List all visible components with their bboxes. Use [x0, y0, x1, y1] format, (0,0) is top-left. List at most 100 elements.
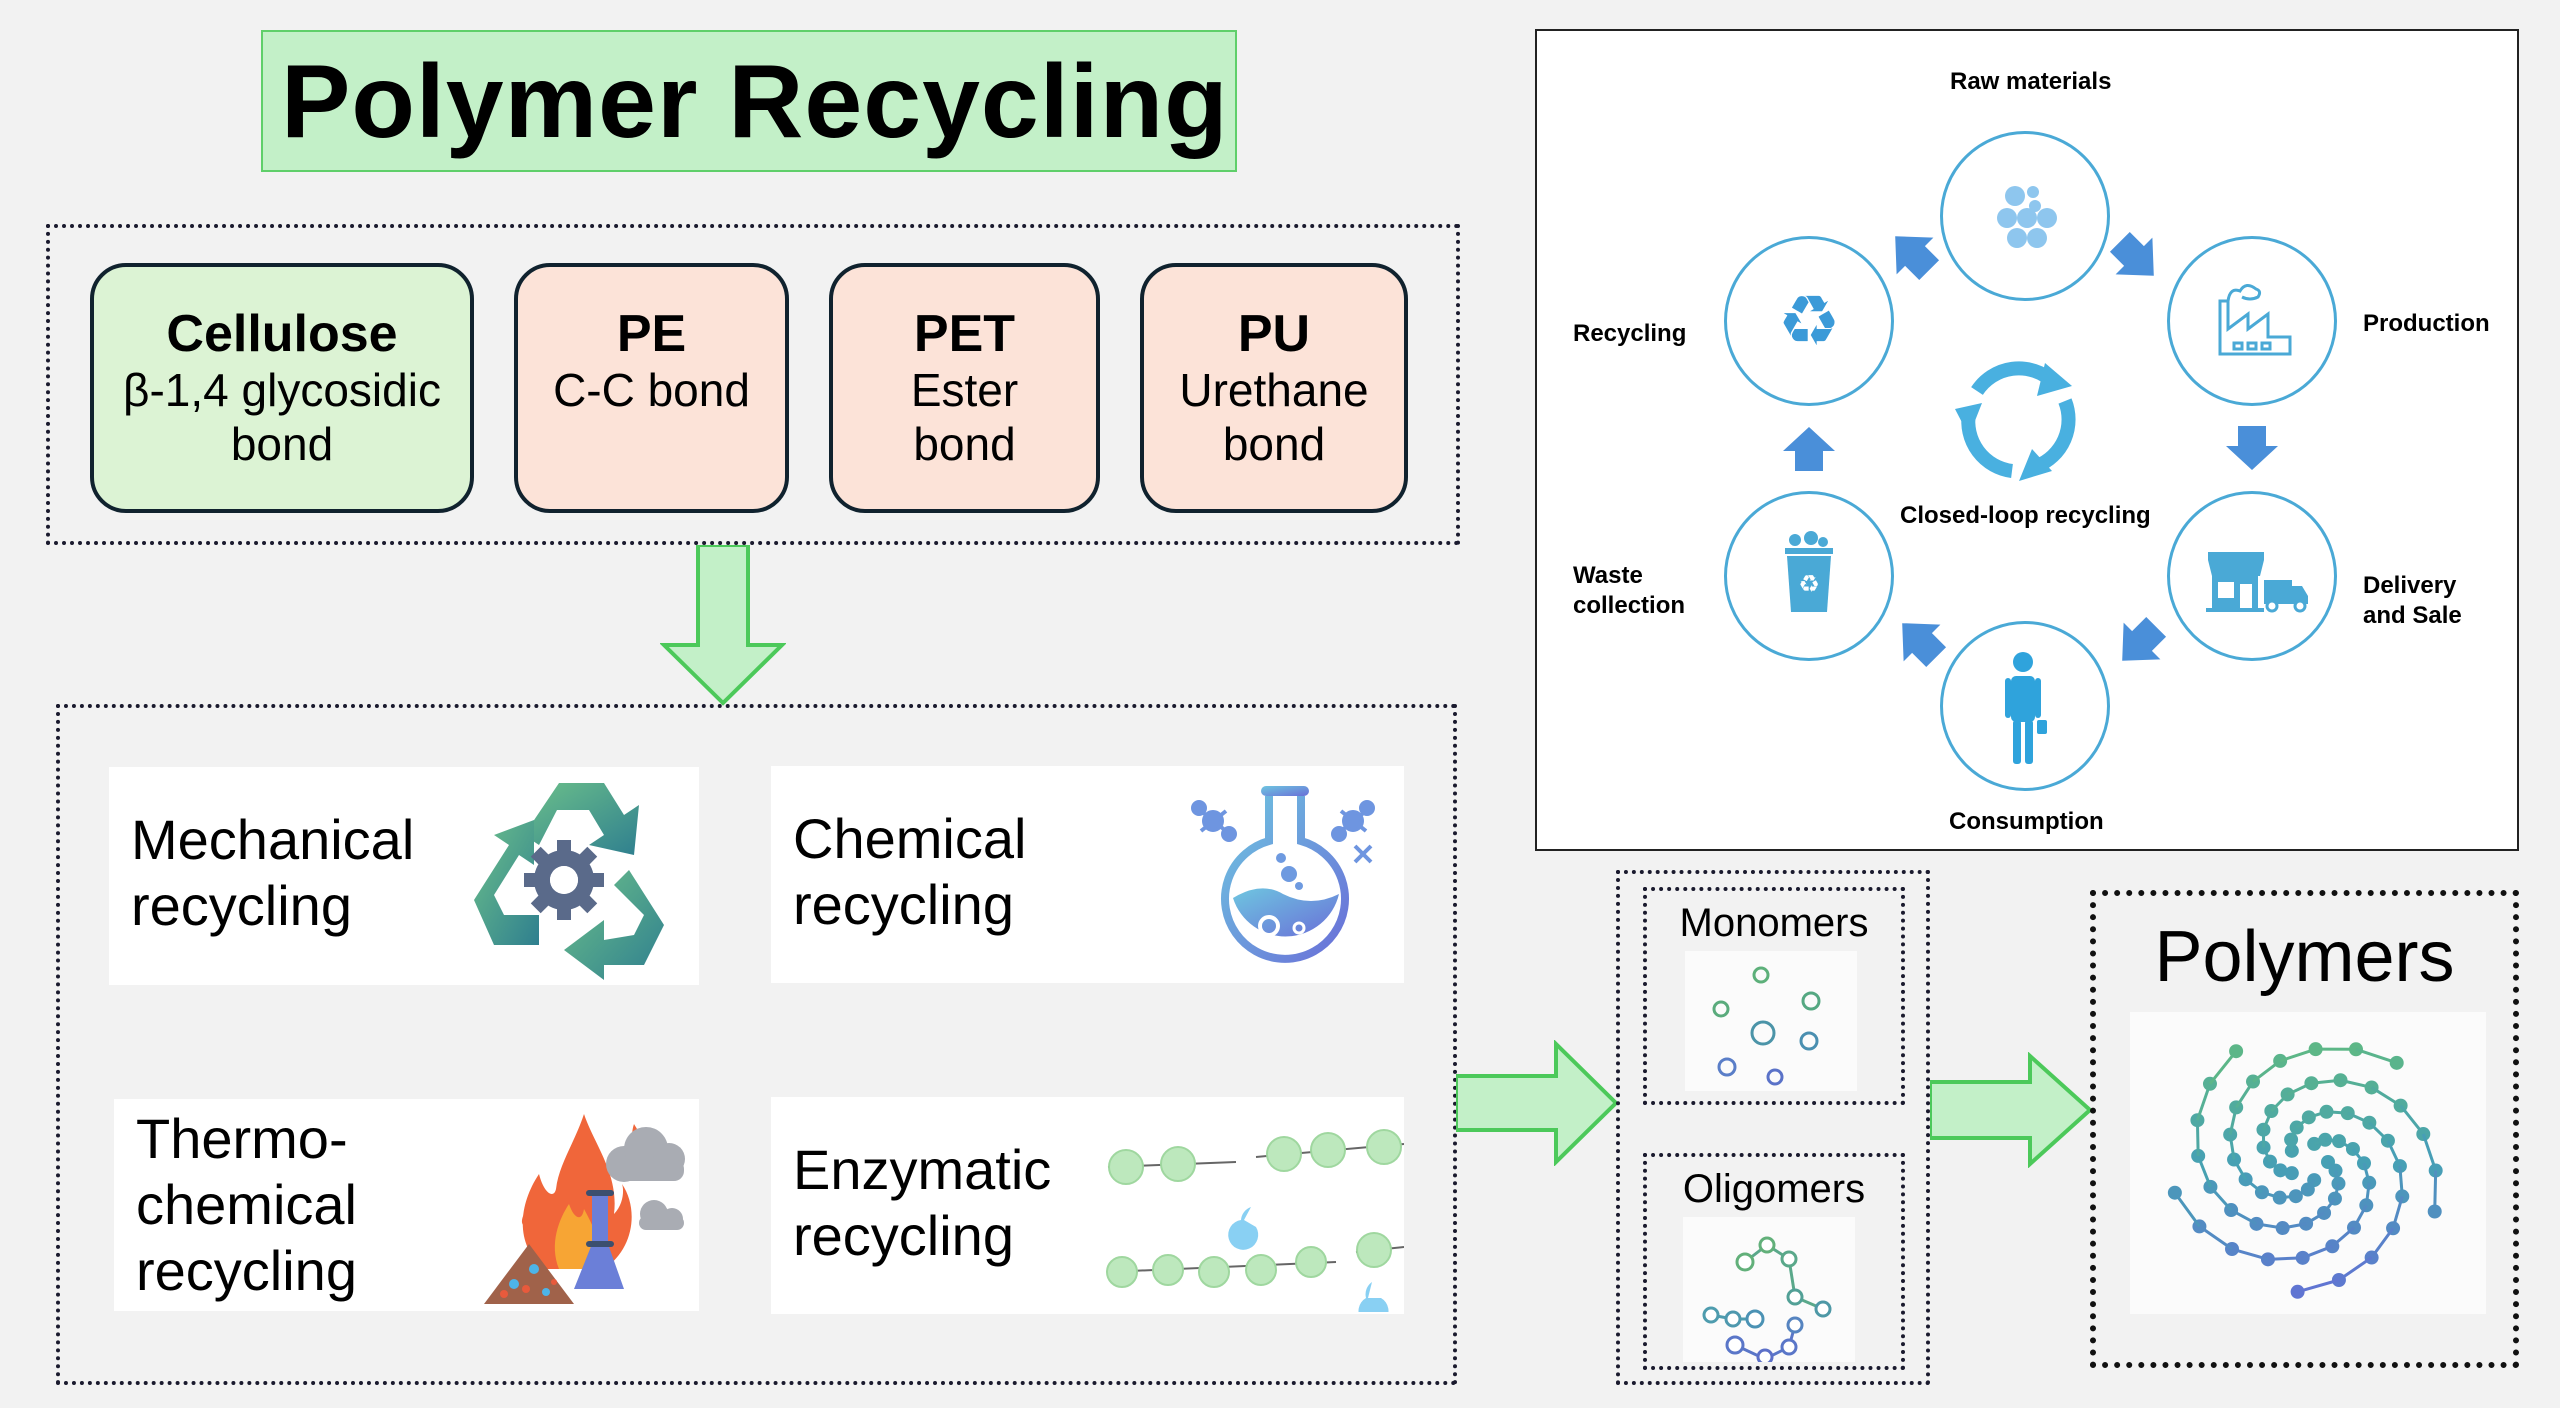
arrow-icon [2109, 231, 2154, 276]
page-title: Polymer Recycling [281, 44, 1229, 160]
polymer-bead [2328, 1163, 2343, 1178]
arrow-icon [2226, 426, 2278, 470]
polymer-name: PE [616, 305, 687, 363]
stage-label-waste-collection: Waste collection [1573, 561, 1685, 621]
stage-node-waste-collection: ♻ [1724, 491, 1894, 661]
stage-node-raw-materials [1940, 131, 2110, 301]
monomers-image [1685, 951, 1857, 1091]
method-label-line: recycling [793, 873, 1014, 936]
polymer-card-cellulose: Cellulose β-1,4 glycosidic bond [90, 263, 474, 513]
arrow-icon [1895, 236, 1940, 281]
flow-arrows [1783, 231, 2278, 668]
down-arrow-icon [660, 545, 786, 706]
store-truck-icon [2206, 552, 2308, 613]
recycling-methods-group [56, 704, 1457, 1385]
polymer-bead [2272, 1190, 2287, 1205]
stage-label-consumption: Consumption [1949, 808, 2104, 835]
title-banner: Polymer Recycling [261, 30, 1237, 172]
bond-type: bond [913, 418, 1016, 470]
polymer-bead [2290, 1284, 2305, 1299]
polymer-bead [2317, 1205, 2332, 1220]
right-arrow-icon [1930, 1052, 2093, 1168]
method-label-line: recycling [131, 874, 352, 937]
polymer-bead [2299, 1216, 2314, 1231]
stage-label-recycling: Recycling [1573, 320, 1687, 347]
closed-loop-cycle-icon [1955, 361, 2076, 481]
polymer-name: PU [1237, 305, 1311, 363]
recycle-bin-icon: ♻ [1785, 531, 1833, 612]
stage-label-line: Delivery [2363, 572, 2457, 599]
polymer-bead [2260, 1252, 2275, 1267]
polymer-bead [2284, 1132, 2299, 1147]
svg-text:♻: ♻ [1798, 570, 1820, 598]
monomers-icon [1712, 966, 1821, 1086]
polymer-types-group [46, 224, 1460, 545]
recycle-gear-icon [474, 783, 664, 980]
method-label: Chemical recycling [793, 806, 1026, 938]
polymer-bead [2380, 1133, 2395, 1148]
stage-node-consumption [1940, 621, 2110, 791]
stage-label-production: Production [2363, 310, 2490, 337]
method-label: Thermo- chemical recycling [136, 1106, 357, 1304]
polymer-bead [2263, 1154, 2278, 1169]
method-card-chemical: Chemical recycling [771, 766, 1404, 983]
closed-loop-center-label: Closed-loop recycling [1900, 502, 2151, 529]
arrow-icon [1902, 623, 1947, 668]
polymer-bead [2203, 1179, 2218, 1194]
polymer-bead [2280, 1087, 2295, 1102]
polymer-card-pu: PU Urethane bond [1140, 263, 1408, 513]
polymers-image [2130, 1012, 2486, 1314]
monomers-box: Monomers [1643, 887, 1905, 1105]
method-card-enzymatic: Enzymatic recycling [771, 1097, 1404, 1314]
oligomers-box: Oligomers [1643, 1153, 1905, 1370]
method-label-line: recycling [793, 1204, 1014, 1267]
method-label: Enzymatic recycling [793, 1137, 1051, 1269]
oligomers-image [1683, 1217, 1855, 1366]
polymer-bead [2256, 1122, 2271, 1137]
polymer-bead [2190, 1113, 2205, 1128]
method-label-line: Chemical [793, 807, 1027, 870]
bond-type: Urethane [1179, 364, 1369, 416]
method-label: Mechanical recycling [131, 807, 414, 939]
enzyme-chain-icon [1106, 1129, 1404, 1312]
method-card-thermochemical: Thermo- chemical recycling [114, 1099, 699, 1311]
method-label-line: chemical [136, 1173, 357, 1236]
method-label-line: Mechanical [131, 808, 415, 871]
polymer-card-pet: PET Ester bond [829, 263, 1100, 513]
polymer-bead [2333, 1073, 2348, 1088]
svg-text:♻: ♻ [1778, 280, 1841, 362]
arrow-icon [2122, 616, 2167, 661]
oligomers-icon [1702, 1236, 1832, 1366]
person-icon [2005, 652, 2047, 764]
flask-icon [1191, 786, 1375, 963]
polymer-bead [2301, 1110, 2316, 1125]
polymer-chains-icon [2167, 1042, 2443, 1299]
monomers-label: Monomers [1679, 901, 1869, 945]
arrow-icon [1783, 427, 1835, 471]
bond-type: Ester [910, 364, 1019, 416]
method-card-mechanical: Mechanical recycling [109, 767, 699, 985]
oligomers-label: Oligomers [1682, 1167, 1866, 1211]
stage-node-production [2167, 236, 2337, 406]
stage-label-line: Waste [1573, 562, 1643, 589]
products-group [1616, 870, 1930, 1385]
polymers-box: Polymers [2090, 890, 2519, 1368]
polymer-bead [2223, 1127, 2238, 1142]
stage-label-line: and Sale [2363, 602, 2462, 629]
polymer-bead [2331, 1176, 2346, 1191]
polymer-name: PET [913, 305, 1016, 363]
pellets-icon [1997, 186, 2057, 248]
closed-loop-diagram: ♻ ♻ Closed-loop recycling Raw m [1535, 29, 2519, 851]
polymer-bead [2229, 1044, 2244, 1059]
bond-type: C-C bond [553, 364, 750, 416]
method-label-line: Thermo- [136, 1107, 348, 1170]
polymer-bead [2359, 1198, 2374, 1213]
bond-type: bond [230, 418, 334, 470]
polymer-bead [2308, 1042, 2323, 1057]
stage-label-delivery: Delivery and Sale [2363, 571, 2462, 631]
stage-label-raw-materials: Raw materials [1950, 68, 2112, 95]
polymer-bead [2427, 1204, 2442, 1219]
method-label-line: Enzymatic [793, 1138, 1052, 1201]
bond-type: bond [1222, 418, 1326, 470]
polymer-bead [2362, 1175, 2377, 1190]
